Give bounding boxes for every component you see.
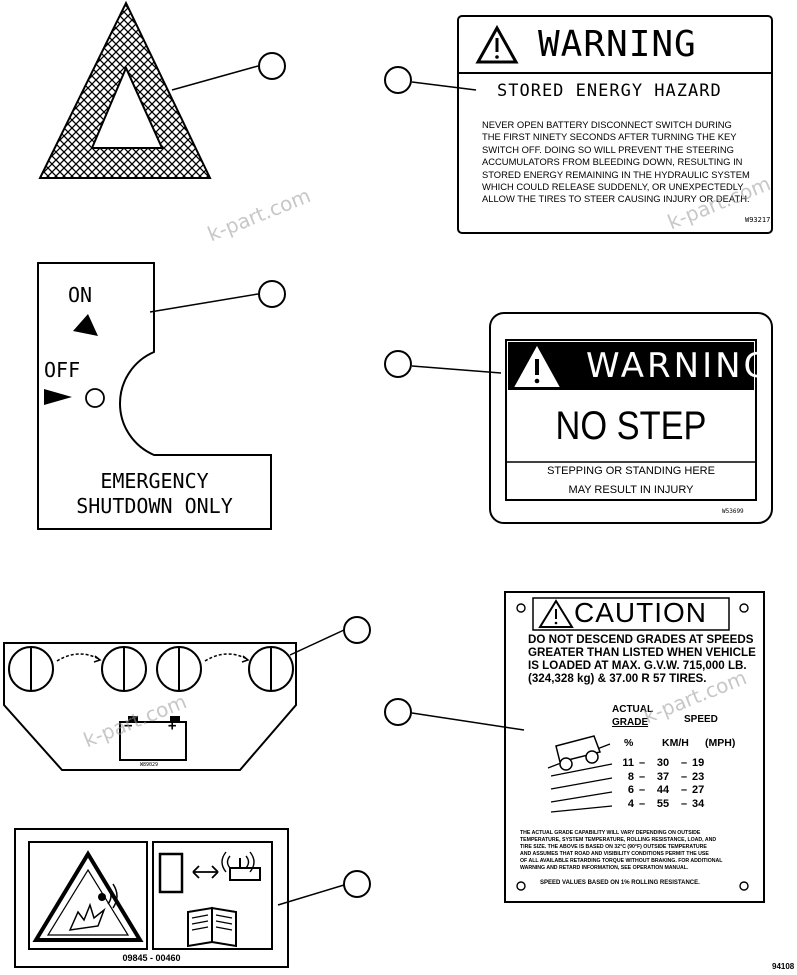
grade-cell: 6 — [627, 784, 634, 796]
no-step-line-2: MAY RESULT IN INJURY — [568, 484, 694, 496]
body-line: NEVER OPEN BATTERY DISCONNECT SWITCH DUR… — [482, 119, 732, 130]
double-arrow-icon — [192, 865, 219, 879]
pictogram-part-no: 09845 - 00460 — [122, 953, 181, 963]
battery-part-no: W89029 — [140, 762, 159, 768]
caution-header: CAUTION — [574, 597, 707, 628]
unit-grade: % — [624, 737, 634, 749]
intro-line: DO NOT DESCEND GRADES AT SPEEDS — [528, 633, 754, 646]
reflective-triangle — [38, 0, 212, 179]
kmh-cell: 44 — [656, 784, 670, 796]
callout-bubble — [384, 698, 412, 726]
note-line: OF ALL AVAILABLE RETARDING TORQUE WITHOU… — [520, 858, 723, 864]
callout-bubble — [258, 280, 286, 308]
callout-bubble — [384, 350, 412, 378]
unit-kmh: KM/H — [662, 737, 689, 749]
note-line: TIRE SIZE. THE ABOVE IS BASED ON 32°C (9… — [520, 844, 707, 850]
on-label: ON — [68, 283, 93, 307]
haul-truck-icon — [547, 735, 611, 771]
note-line: WARNING AND RETARD INFORMATION, SEE OPER… — [520, 865, 689, 871]
kmh-cell: 55 — [656, 797, 670, 810]
kmh-cell: 30 — [656, 757, 670, 769]
callout-bubble — [343, 870, 371, 898]
grade-cell: 11 — [622, 757, 634, 769]
body-line: ACCUMULATORS FROM BLEEDING DOWN, RESULTI… — [482, 156, 743, 168]
shutdown-line-1: EMERGENCY — [100, 469, 209, 493]
leader-line — [411, 712, 525, 731]
col-speed: SPEED — [684, 714, 718, 725]
no-step-title: NO STEP — [555, 404, 707, 448]
radio-device-icon — [158, 852, 184, 894]
grade-cell: 8 — [627, 770, 634, 783]
speed-table: 11 – 30 – 19 8 – 37 – 23 6 – 44 – 27 4 –… — [612, 757, 716, 811]
speed-row: 6 – 44 – 27 — [612, 784, 716, 798]
caution-intro: DO NOT DESCEND GRADES AT SPEEDS GREATER … — [528, 633, 756, 685]
body-line: SWITCH OFF. DOING SO WILL PREVENT THE ST… — [482, 143, 734, 155]
stored-energy-part-no: W93217 — [745, 216, 771, 224]
grade-slope-lines — [550, 763, 613, 813]
alert-triangle-icon — [538, 599, 574, 628]
leader-line — [289, 629, 345, 656]
battery-plus: + — [168, 718, 177, 734]
speed-row: 11 – 30 – 19 — [612, 757, 716, 771]
mph-cell: 19 — [692, 757, 705, 769]
battery-minus: − — [124, 718, 133, 734]
off-arrow-icon — [44, 389, 72, 405]
speed-row: 8 – 37 – 23 — [612, 771, 716, 785]
manual-book-icon — [187, 906, 237, 948]
intro-line: GREATER THAN LISTED WHEN VEHICLE — [528, 646, 756, 659]
stored-energy-body: NEVER OPEN BATTERY DISCONNECT SWITCH DUR… — [482, 119, 750, 206]
body-line: ALLOW THE TIRES TO STEER CAUSING INJURY … — [482, 193, 750, 205]
callout-bubble — [384, 66, 412, 94]
speed-row: 4 – 55 – 34 — [612, 798, 716, 812]
off-label: OFF — [44, 358, 81, 382]
grade-cell: 4 — [627, 797, 634, 810]
intro-line: IS LOADED AT MAX. G.V.W. 715,000 LB. — [528, 659, 747, 672]
mph-cell: 23 — [692, 770, 705, 783]
no-step-header: WARNING — [586, 346, 773, 386]
note-line: TEMPERATURE, SYSTEM TEMPERATURE, ROLLING… — [520, 837, 717, 843]
caution-footer: SPEED VALUES BASED ON 1% ROLLING RESISTA… — [540, 880, 700, 886]
unit-mph: (MPH) — [705, 737, 736, 749]
shutdown-line-2: SHUTDOWN ONLY — [76, 494, 233, 518]
body-line: WHICH COULD RELEASE SUDDENLY, OR UNEXPEC… — [482, 181, 744, 193]
intro-line: (324,328 kg) & 37.00 R 57 TIRES. — [528, 672, 707, 685]
col-grade-top: ACTUAL — [612, 704, 654, 715]
callout-bubble — [258, 52, 286, 80]
body-line: THE FIRST NINETY SECONDS AFTER TURNING T… — [482, 131, 737, 143]
battery-icon — [119, 716, 187, 761]
note-line: THE ACTUAL GRADE CAPABILITY WILL VARY DE… — [520, 830, 701, 836]
battery-plate-outline — [3, 642, 297, 771]
figure-number: 94108 — [772, 962, 795, 971]
mph-cell: 34 — [692, 797, 705, 810]
alert-triangle-icon — [475, 24, 519, 64]
stored-energy-title: STORED ENERGY HAZARD — [497, 81, 722, 101]
transmitter-icon — [229, 867, 261, 881]
leader-line — [149, 293, 259, 313]
leader-line — [411, 81, 477, 91]
leader-line — [411, 365, 502, 374]
no-step-part-no: W53699 — [722, 508, 744, 515]
col-grade: GRADE — [612, 717, 649, 728]
callout-bubble — [343, 616, 371, 644]
caution-note: THE ACTUAL GRADE CAPABILITY WILL VARY DE… — [520, 830, 722, 872]
on-arrow-icon — [73, 314, 98, 336]
leader-line — [277, 884, 345, 906]
note-line: AND ASSUMES THAT ROAD AND VISIBILITY CON… — [520, 851, 709, 857]
body-line: STORED ENERGY REMAINING IN THE HYDRAULIC… — [482, 168, 750, 180]
kmh-cell: 37 — [656, 770, 670, 783]
explosion-hazard-icon — [32, 850, 144, 942]
mph-cell: 27 — [692, 784, 705, 796]
no-step-line-1: STEPPING OR STANDING HERE — [547, 465, 715, 477]
stored-energy-frame — [457, 15, 773, 234]
shutdown-plate-outline — [37, 262, 272, 530]
caution-plate-outline — [504, 591, 765, 903]
leader-line — [171, 65, 259, 91]
switch-position-icons — [8, 646, 294, 692]
stored-energy-header: WARNING — [538, 24, 697, 65]
switch-hole — [85, 388, 105, 408]
